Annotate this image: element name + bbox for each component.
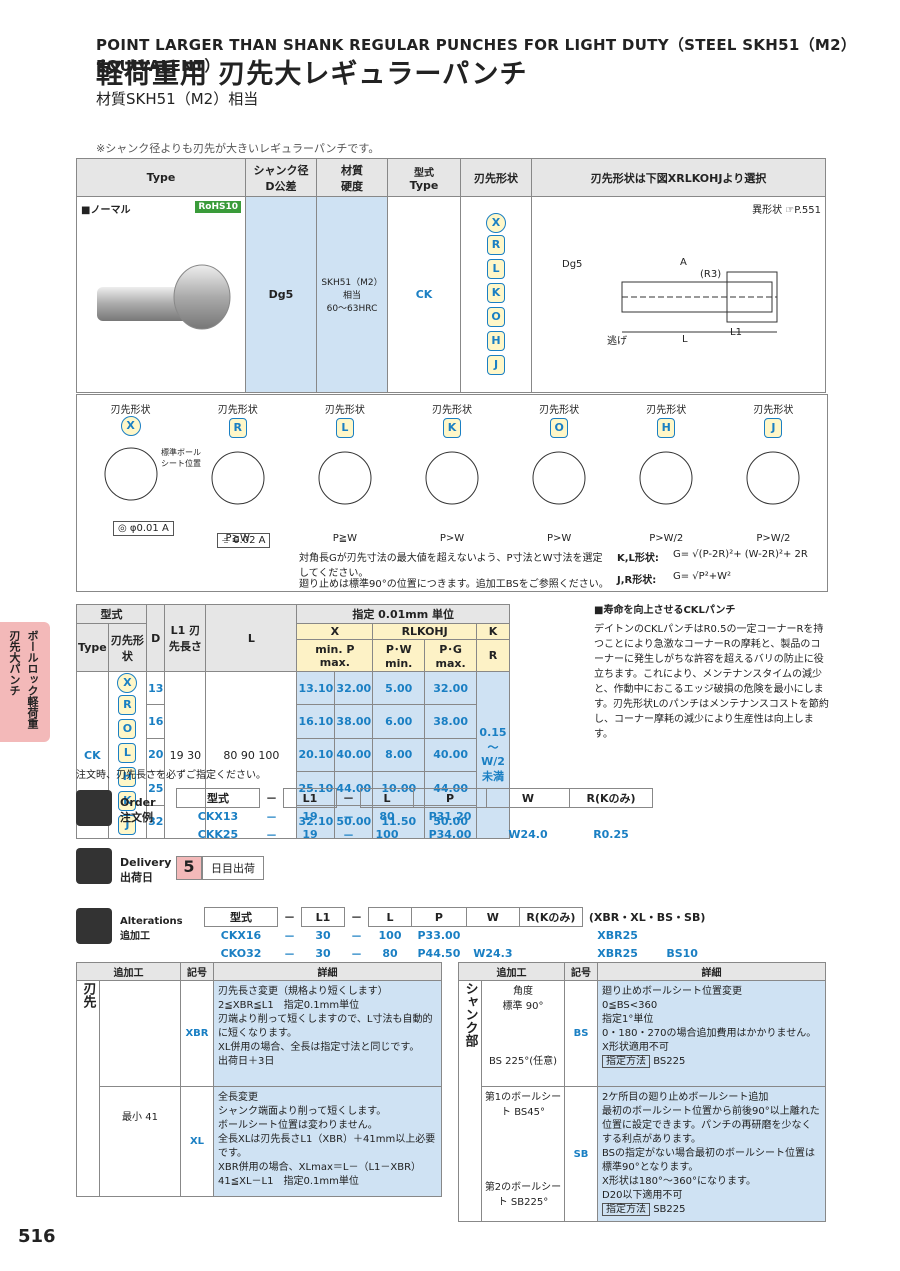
col-material: 材質硬度	[316, 158, 388, 197]
page-number: 516	[18, 1226, 56, 1247]
type-value: CK	[387, 196, 461, 393]
tip-note-1: 対角長Gが刃先寸法の最大値を超えないよう、P寸法とW寸法を選定してください。	[299, 553, 603, 579]
punch-diagram	[621, 271, 778, 333]
title-english: POINT LARGER THAN SHANK REGULAR PUNCHES …	[96, 36, 857, 75]
material-subtitle: 材質SKH51（M2）相当	[96, 90, 259, 108]
x-tolerance: ◎ φ0.01 A	[113, 521, 174, 536]
tip-note-2: 廻り止めは標準90°の位置につきます。追加工BSをご参照ください。	[299, 579, 609, 590]
dimension-table: 型式 D L1 刃先長さ L 指定 0.01mm 単位 Type 刃先形状 X …	[75, 604, 510, 840]
col-tip-shape: 刃先形状	[460, 158, 532, 197]
top-note: ※シャンク径よりも刃先が大きいレギュラーパンチです。	[96, 142, 380, 155]
col-tip-select: 刃先形状は下図XRLKOHJより選択	[531, 158, 826, 197]
rohs-badge: RoHS10	[195, 201, 241, 213]
shape-list: X R L K O H J	[460, 196, 532, 393]
shape-l: L	[487, 258, 505, 279]
ckl-note: ■寿命を向上させるCKLパンチ デイトンのCKLパンチはR0.5の一定コーナーR…	[594, 605, 829, 740]
punch-image	[97, 264, 231, 330]
truck-icon	[76, 848, 112, 884]
shape-j: J	[487, 354, 505, 375]
drill-icon	[76, 908, 112, 944]
shape-h: H	[487, 330, 505, 351]
shape-grid: X RO LH KJ	[107, 671, 148, 839]
r-tolerance: ⌯ 0.02 A	[217, 533, 271, 548]
title-japanese: 軽荷重用 刃先大レギュラーパンチ	[96, 59, 528, 90]
phone-icon	[76, 790, 112, 826]
alt-table-left: 追加工 記号 詳細 刃先 XBR 刃先長さ変更（規格より短くします）2≦XBR≦…	[76, 962, 442, 1197]
sb-detail: 2ケ所目の廻り止めボールシート追加最初のボールシート位置から前後90°以上離れた…	[597, 1086, 826, 1222]
side-tab: ボールロック軽荷重 刃先大パンチ	[0, 622, 50, 742]
delivery-info: 5 日目出荷	[176, 856, 264, 880]
sb-diagram: 第1のボールシート BS45°第2のボールシート SB225°	[481, 1086, 565, 1222]
shape-r: R	[487, 234, 505, 255]
xbr-detail: 刃先長さ変更（規格より短くします）2≦XBR≦L1 指定0.1mm単位刃端より削…	[213, 980, 442, 1087]
tolerance-value: Dg5	[245, 196, 317, 393]
xbr-diagram	[99, 980, 181, 1087]
formula1-label: K,L形状:	[617, 553, 659, 564]
shape-o: O	[487, 306, 505, 327]
xl-diagram: 最小 41	[99, 1086, 181, 1197]
bs-diagram: 角度標準 90°BS 225°(任意)	[481, 980, 565, 1087]
formula1: G= √(P-2R)²+ (W-2R)²+ 2R	[673, 549, 808, 560]
col-type: Type	[76, 158, 246, 197]
shape-x: X	[486, 212, 506, 233]
formula2-label: J,R形状:	[617, 575, 657, 586]
special-shape-link[interactable]: 異形状 ☞P.551	[752, 205, 821, 216]
punch-diagram-cell: 異形状 ☞P.551 Dg5 A (R3) 逃げ L L1	[531, 196, 826, 393]
type-cell: ■ノーマル RoHS10	[76, 196, 246, 393]
alterations-table: 型式－ L1－ L P W R(Kのみ) (XBR・XL・BS・SB) CKX1…	[204, 907, 711, 963]
alt-table-right: 追加工 記号 詳細 シャンク部 角度標準 90°BS 225°(任意) BS 廻…	[458, 962, 826, 1222]
formula2: G= √P²+W²	[673, 571, 731, 582]
dim-footnote: 注文時、刃先長さを必ずご指定ください。	[76, 770, 266, 781]
xl-detail: 全長変更シャンク端面より削って短くします。ボールシート位置は変わりません。全長X…	[213, 1086, 442, 1197]
ball-seat-label: 標準ボール シート位置	[161, 448, 201, 468]
shape-k: K	[487, 282, 505, 303]
